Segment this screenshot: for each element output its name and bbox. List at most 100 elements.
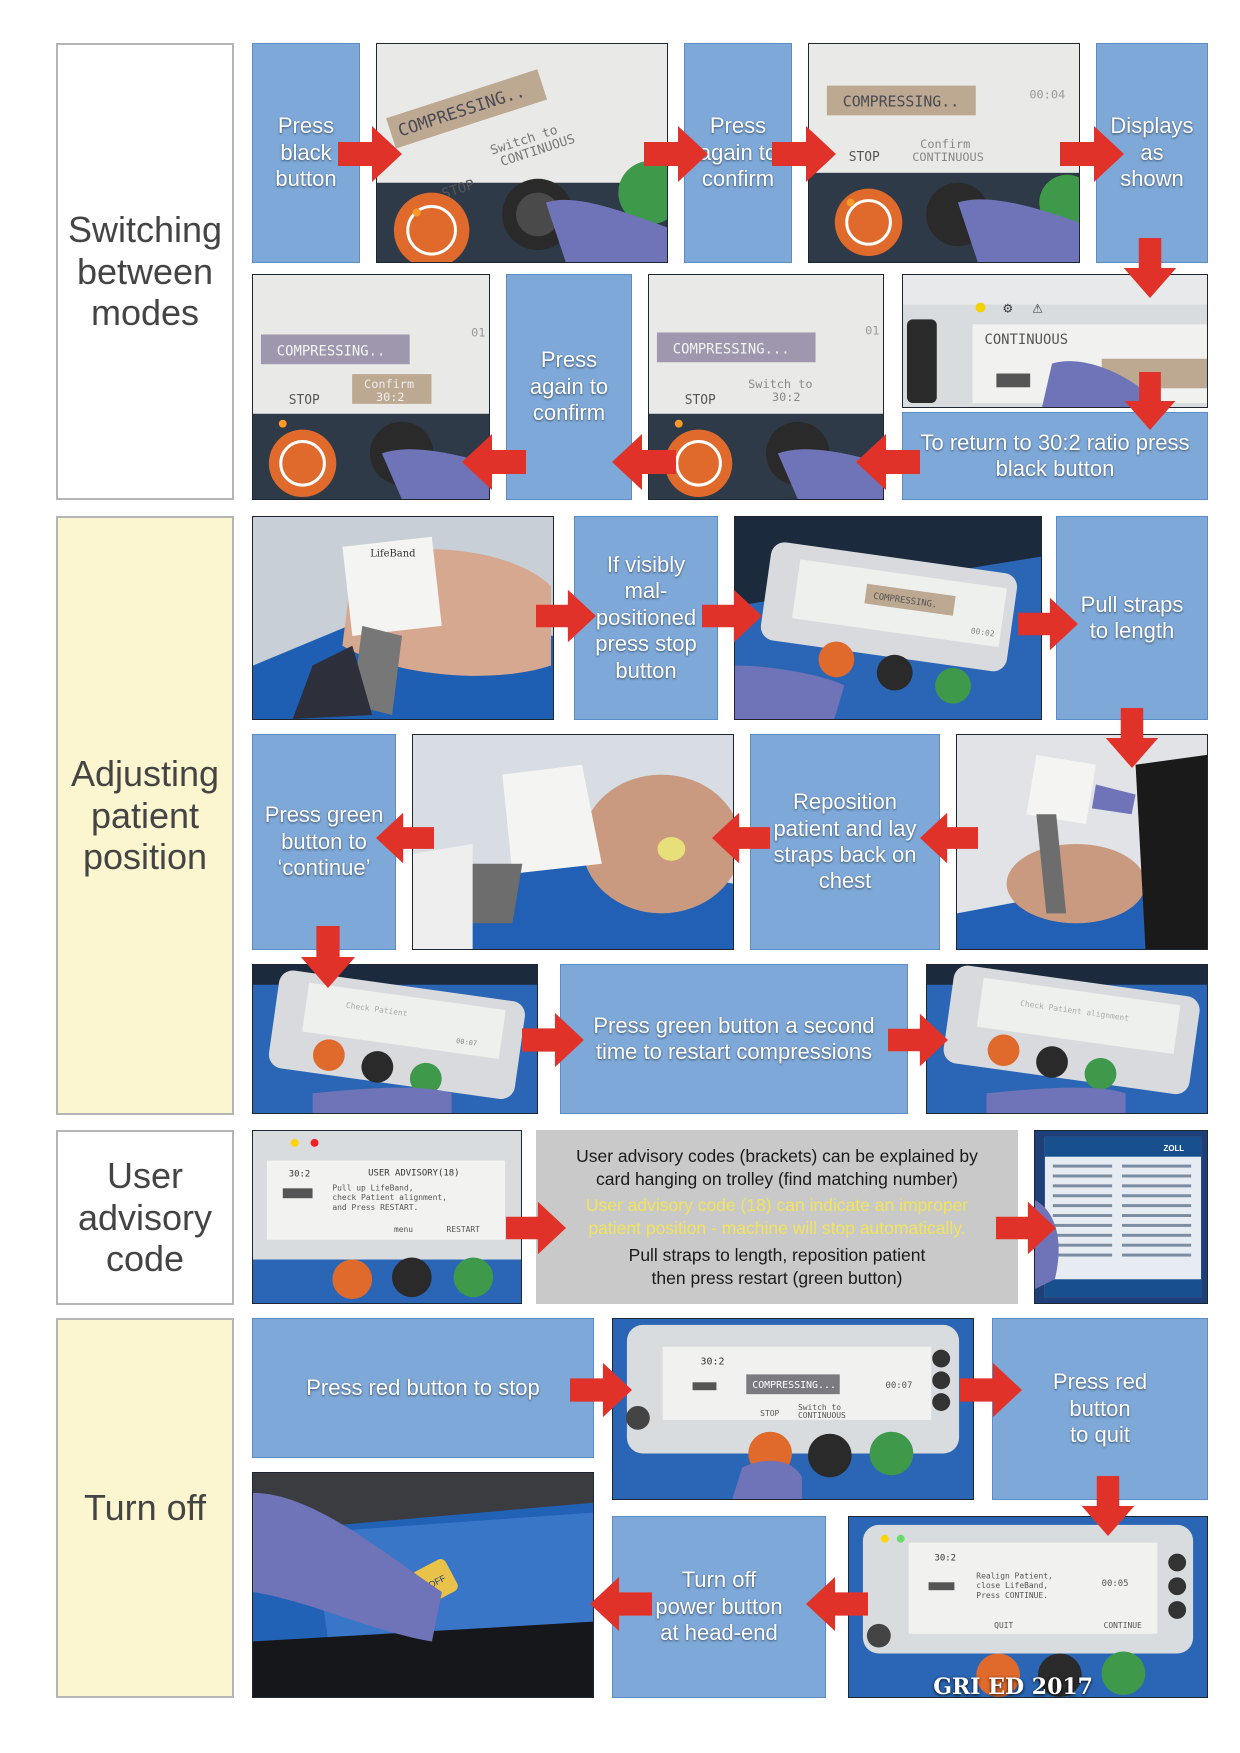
arrow-right-icon — [996, 1196, 1056, 1260]
arrow-left-icon — [462, 434, 526, 490]
svg-text:and Press RESTART.: and Press RESTART. — [332, 1203, 418, 1212]
screen-stop: STOP — [685, 393, 716, 408]
svg-text:CONTINUOUS: CONTINUOUS — [912, 150, 984, 164]
arrow-right-icon — [338, 126, 402, 182]
photo-check-patient-alignment: Check Patient alignment — [926, 964, 1208, 1114]
svg-text:01: 01 — [865, 323, 879, 337]
arrow-down-icon — [298, 926, 358, 988]
step-press-green-restart: Press green button a second time to rest… — [560, 964, 908, 1114]
photo-switch-to-302: COMPRESSING... 01 STOP Switch to 30:2 — [648, 274, 884, 500]
step-pull-straps: Pull straps to length — [1056, 516, 1208, 720]
arrow-right-icon — [570, 1360, 632, 1420]
svg-text:close LifeBand,: close LifeBand, — [976, 1581, 1048, 1590]
screen-stop: STOP — [849, 150, 880, 165]
arrow-right-icon — [1018, 596, 1078, 652]
advisory-line-1: User advisory codes (brackets) can be ex… — [576, 1145, 978, 1189]
svg-text:⚙: ⚙ — [1002, 301, 1013, 315]
section-user-advisory: User advisory code — [56, 1130, 234, 1305]
screen-quit: QUIT — [994, 1621, 1013, 1630]
arrow-right-icon — [536, 586, 596, 646]
screen-continuous: CONTINUOUS — [984, 332, 1068, 348]
arrow-right-icon — [506, 1196, 566, 1260]
arrow-left-icon — [376, 808, 434, 868]
svg-text:30:2: 30:2 — [772, 390, 801, 404]
screen-restart: RESTART — [447, 1225, 481, 1234]
arrow-right-icon — [522, 1010, 584, 1070]
photo-switch-to-continuous: COMPRESSING.. STOP Switch to CONTINUOUS — [376, 43, 668, 263]
svg-text:⚠: ⚠ — [1032, 301, 1043, 315]
svg-text:Pull up LifeBand,: Pull up LifeBand, — [332, 1183, 413, 1192]
screen-compressing: COMPRESSING... — [673, 341, 790, 357]
arrow-right-icon — [644, 126, 708, 182]
photo-power-button: ON/OFF — [252, 1472, 594, 1698]
photo-straps-on-chest — [412, 734, 734, 950]
photo-green-continue: Check Patient 00:07 — [252, 964, 538, 1114]
screen-ratio: 30:2 — [701, 1357, 725, 1368]
arrow-down-icon — [1122, 238, 1178, 298]
label-lifeband: LifeBand — [370, 549, 416, 560]
step-return-to-302: To return to 30:2 ratio press black butt… — [902, 412, 1208, 500]
svg-text:00:07: 00:07 — [456, 1037, 478, 1048]
step-if-malpositioned: If visibly mal- positioned press stop bu… — [574, 516, 718, 720]
arrow-right-icon — [1060, 126, 1124, 182]
card-zoll: ZOLL — [1164, 1144, 1185, 1153]
footer-credit: GRI ED 2017 — [933, 1674, 1093, 1700]
photo-advisory-card: ZOLL — [1034, 1130, 1208, 1304]
screen-continue: CONTINUE — [1104, 1621, 1142, 1630]
arrow-left-icon — [712, 808, 770, 868]
arrow-left-icon — [920, 808, 978, 868]
screen-compressing: COMPRESSING... — [752, 1380, 836, 1391]
arrow-down-icon — [1104, 708, 1160, 768]
svg-text:Confirm: Confirm — [920, 137, 970, 151]
svg-text:check Patient alignment,: check Patient alignment, — [332, 1193, 446, 1202]
photo-confirm-continuous: COMPRESSING.. 00:04 STOP Confirm CONTINU… — [808, 43, 1080, 263]
svg-text:Press CONTINUE.: Press CONTINUE. — [976, 1591, 1048, 1600]
advisory-line-3: Pull straps to length, reposition patien… — [628, 1244, 926, 1288]
screen-user-advisory: USER ADVISORY(18) — [368, 1168, 459, 1178]
photo-pulling-straps — [956, 734, 1208, 950]
screen-timer: 00:05 — [1102, 1579, 1129, 1589]
arrow-left-icon — [612, 434, 676, 490]
svg-text:Switch to: Switch to — [798, 1403, 841, 1412]
photo-press-red-quit: 30:2 Realign Patient, close LifeBand, Pr… — [848, 1516, 1208, 1698]
screen-timer: 00:07 — [885, 1381, 912, 1391]
section-turn-off: Turn off — [56, 1318, 234, 1698]
arrow-down-icon — [1122, 372, 1178, 430]
arrow-right-icon — [960, 1360, 1022, 1420]
step-press-green-continue: Press green button to ‘continue’ — [252, 734, 396, 950]
arrow-left-icon — [806, 1574, 868, 1634]
svg-text:Switch to: Switch to — [748, 377, 812, 391]
svg-text:Realign Patient,: Realign Patient, — [976, 1571, 1053, 1580]
arrow-left-icon — [856, 434, 920, 490]
photo-user-advisory-screen: 30:2 USER ADVISORY(18) Pull up LifeBand,… — [252, 1130, 522, 1304]
svg-text:CONTINUOUS: CONTINUOUS — [798, 1411, 846, 1420]
advisory-explanation-box: User advisory codes (brackets) can be ex… — [536, 1130, 1018, 1304]
arrow-right-icon — [888, 1010, 948, 1070]
screen-compressing: COMPRESSING.. — [277, 343, 386, 359]
section-adjusting-position: Adjusting patient position — [56, 516, 234, 1115]
photo-lifeband-on-manikin: LifeBand — [252, 516, 554, 720]
screen-menu: menu — [394, 1225, 413, 1234]
screen-ratio: 30:2 — [935, 1554, 957, 1564]
arrow-right-icon — [772, 126, 836, 182]
svg-text:01: 01 — [471, 325, 485, 339]
screen-ratio: 30:2 — [289, 1169, 310, 1179]
screen-timer: 00:04 — [1029, 88, 1065, 102]
photo-confirm-302: COMPRESSING.. 01 STOP Confirm 30:2 — [252, 274, 490, 500]
step-press-red-quit: Press red button to quit — [992, 1318, 1208, 1500]
screen-stop: STOP — [760, 1409, 779, 1418]
svg-text:Confirm: Confirm — [364, 377, 414, 391]
step-reposition-patient: Reposition patient and lay straps back o… — [750, 734, 940, 950]
svg-text:00:02: 00:02 — [970, 626, 995, 638]
screen-stop: STOP — [289, 393, 320, 408]
photo-press-stop: COMPRESSING. 00:02 — [734, 516, 1042, 720]
step-press-again-confirm-2: Press again to confirm — [506, 274, 632, 500]
arrow-down-icon — [1080, 1476, 1136, 1536]
step-press-red-stop: Press red button to stop — [252, 1318, 594, 1458]
svg-text:30:2: 30:2 — [376, 390, 405, 404]
screen-compressing: COMPRESSING.. — [843, 92, 959, 110]
advisory-line-2: User advisory code (18) can indicate an … — [585, 1195, 969, 1238]
arrow-right-icon — [702, 586, 762, 646]
arrow-left-icon — [590, 1574, 652, 1634]
photo-press-red-stop: 30:2 COMPRESSING... 00:07 STOP Switch to… — [612, 1318, 974, 1500]
